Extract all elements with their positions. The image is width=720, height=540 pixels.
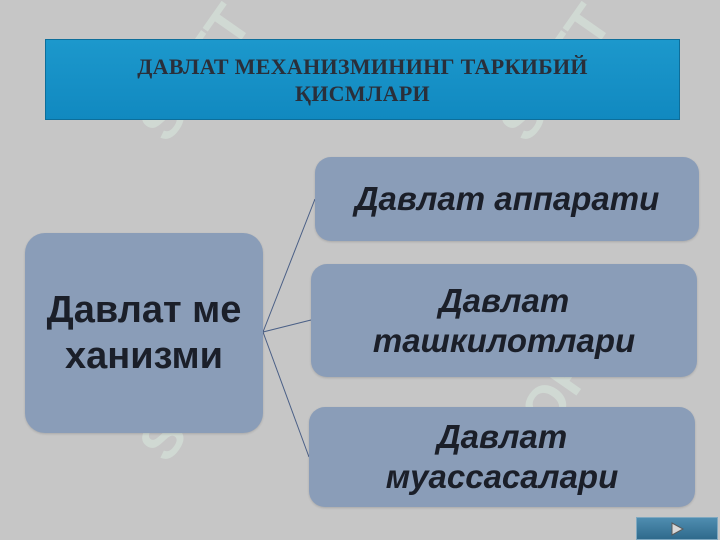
connector-line	[262, 331, 310, 458]
child-node-organizations: Давлат ташкилотлари	[311, 264, 697, 377]
child-node-label: Давлат муассасалари	[385, 418, 619, 495]
child-node-institutions: Давлат муассасалари	[309, 407, 695, 507]
title-box: ДАВЛАТ МЕХАНИЗМИНИНГ ТАРКИБИЙ ҚИСМЛАРИ	[45, 39, 680, 120]
root-node-label: Давлат механизми	[46, 289, 242, 377]
child-node-apparatus: Давлат аппарати	[315, 157, 699, 241]
connector-line	[262, 198, 316, 333]
next-slide-button[interactable]	[636, 517, 718, 540]
connector-line	[262, 319, 312, 333]
play-arrow-icon	[671, 521, 684, 536]
child-node-label: Давлат ташкилотлари	[372, 281, 636, 359]
child-node-label: Давлат аппарати	[354, 180, 660, 217]
slide-title: ДАВЛАТ МЕХАНИЗМИНИНГ ТАРКИБИЙ ҚИСМЛАРИ	[137, 53, 588, 106]
root-node: Давлат механизми	[25, 233, 263, 433]
